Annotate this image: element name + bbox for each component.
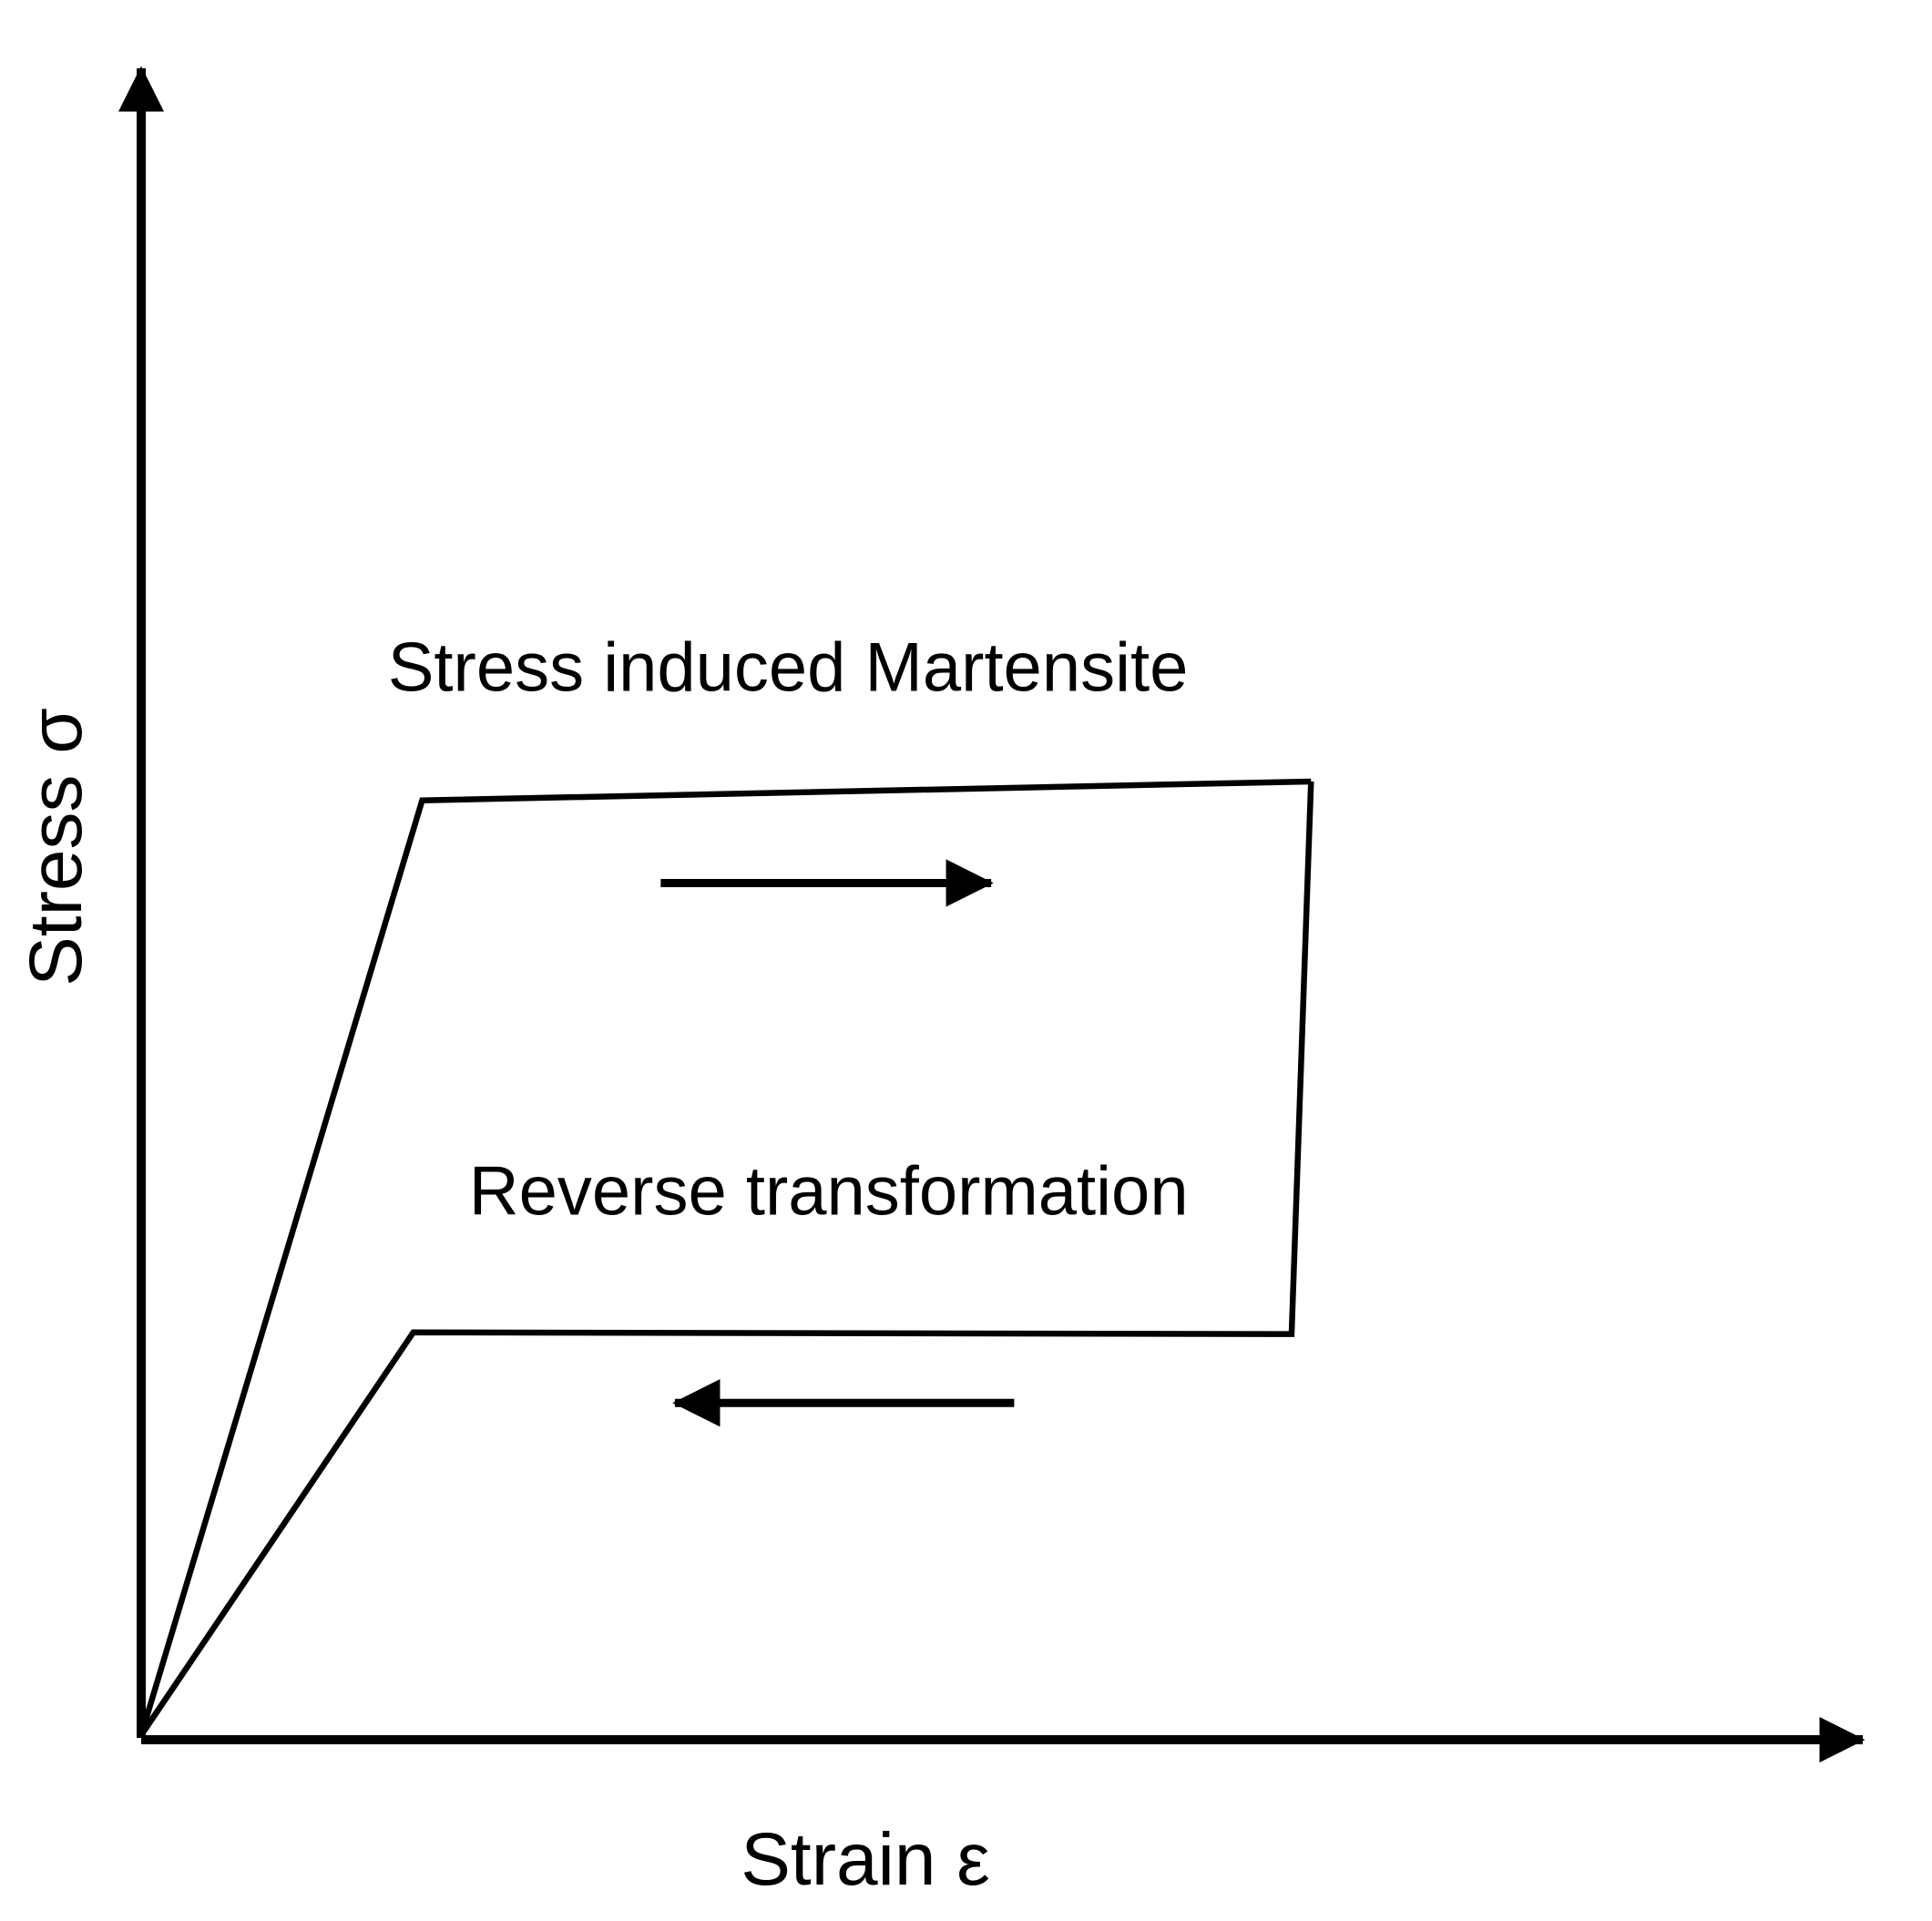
- loading-path: [138, 778, 1312, 1736]
- unloading-path: [138, 781, 1314, 1737]
- y-axis-label: Stress σ: [15, 708, 97, 986]
- x-axis-label: Strain ε: [741, 1818, 990, 1901]
- upper-plateau-annotation: Stress induced Martensite: [388, 629, 1189, 707]
- lower-plateau-annotation: Reverse transformation: [469, 1152, 1189, 1230]
